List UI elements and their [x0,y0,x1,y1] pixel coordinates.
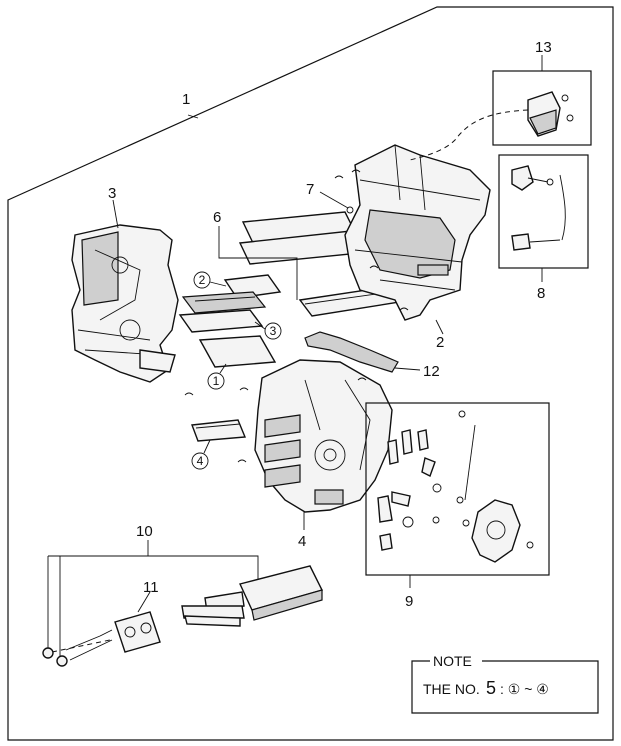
callout-10: 10 [136,523,153,540]
callout-2: 2 [436,334,444,351]
part-10-heater-core [181,565,324,627]
part-3-left-duct [71,224,179,383]
part-5-elements [178,274,282,442]
callout-13: 13 [535,39,552,56]
callout-1: 1 [182,91,190,108]
part-12-seal [304,331,399,373]
note-number: 5 [486,678,496,698]
note-prefix: THE NO. [423,681,480,697]
part-13-actuator [527,91,574,137]
part-2-upper-case [344,144,491,321]
part-8-box [498,154,589,269]
part-8-linkage [511,165,566,251]
sub-callout-3: 3 [270,324,277,338]
assembly-frame [7,6,614,741]
callout-11: 11 [143,579,159,596]
callout-3: 3 [108,185,116,202]
part-4-lower-case [254,359,393,513]
callout-8: 8 [537,285,545,302]
part-13-leader [409,109,529,161]
note-title: NOTE [433,653,472,669]
callout-12: 12 [423,363,440,380]
callout-4: 4 [298,533,306,550]
callout-6: 6 [213,209,221,226]
callout-9: 9 [405,593,413,610]
sub-callout-2: 2 [199,273,206,287]
part-11-flange [51,611,161,661]
part-9-parts [377,410,534,563]
clip-nut-1 [42,647,54,659]
part-9-box [365,402,550,576]
sub-callout-4: 4 [197,454,204,468]
note-box: NOTE THE NO. 5 : ① ~ ④ [411,653,599,714]
note-range: : ① ~ ④ [500,681,549,697]
clip-nut-2 [56,655,68,667]
clips [184,169,409,463]
sub-callout-1: 1 [213,374,220,388]
callout-7: 7 [306,181,314,198]
